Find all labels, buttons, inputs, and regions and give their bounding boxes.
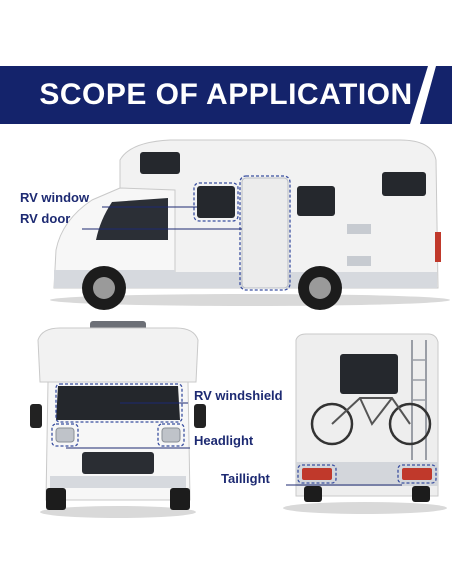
title-banner: SCOPE OF APPLICATION [0, 66, 452, 124]
label-rv-door: RV door [20, 211, 71, 226]
rv-rear-view [283, 333, 447, 514]
page-title: SCOPE OF APPLICATION [39, 78, 413, 111]
label-rv-window: RV window [20, 190, 90, 205]
rv-side-view [50, 139, 450, 310]
banner-shape [0, 66, 452, 124]
label-headlight: Headlight [194, 433, 254, 448]
label-rv-windshield: RV windshield [194, 388, 283, 403]
label-taillight: Taillight [221, 471, 270, 486]
rv-front-view [30, 321, 206, 518]
